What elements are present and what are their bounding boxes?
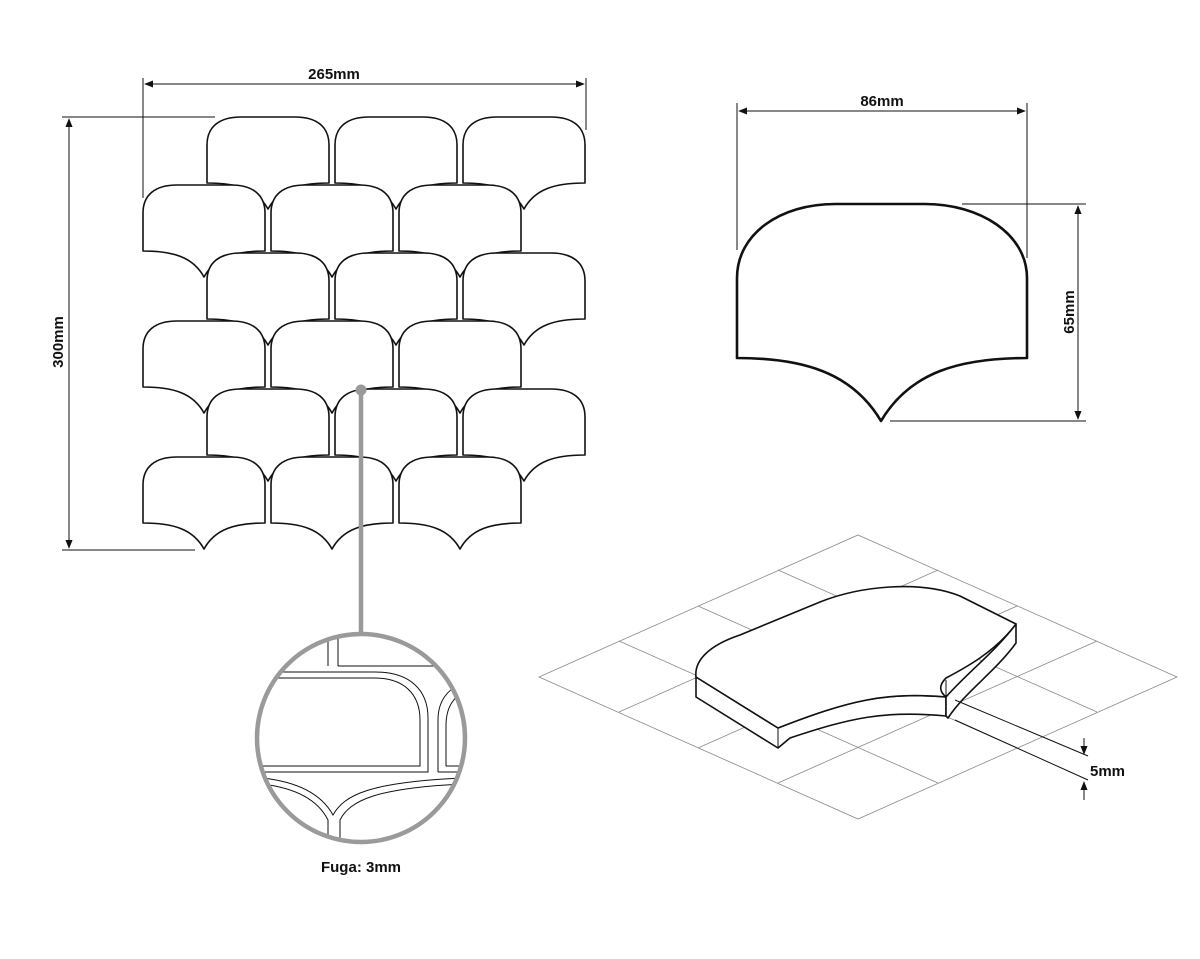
isometric-tile-top <box>695 585 1017 729</box>
tile-width-label: 86mm <box>860 93 903 110</box>
sheet-height-label: 300mm <box>50 316 67 368</box>
sheet-tile <box>398 456 522 550</box>
single-tile-front-view: 86mm 65mm <box>735 93 1086 423</box>
tile-thickness-dimension: 5mm <box>954 699 1125 800</box>
single-tile-outline <box>735 202 1029 423</box>
tile-thickness-label: 5mm <box>1090 763 1125 780</box>
isometric-tile-edge <box>945 623 1017 719</box>
isometric-tile-view: 5mm <box>538 534 1178 820</box>
joint-width-label: Fuga: 3mm <box>321 859 401 876</box>
sheet-width-dimension: 265mm <box>142 66 587 198</box>
sheet-width-label: 265mm <box>308 66 360 83</box>
tile-height-label: 65mm <box>1061 290 1078 333</box>
joint-detail-magnifier: Fuga: 3mm <box>254 384 468 876</box>
sheet-tile <box>270 456 394 550</box>
joint-detail-lines <box>261 636 463 840</box>
tile-sheet <box>142 116 586 550</box>
sheet-height-dimension: 300mm <box>50 116 215 551</box>
sheet-tile <box>142 456 266 550</box>
